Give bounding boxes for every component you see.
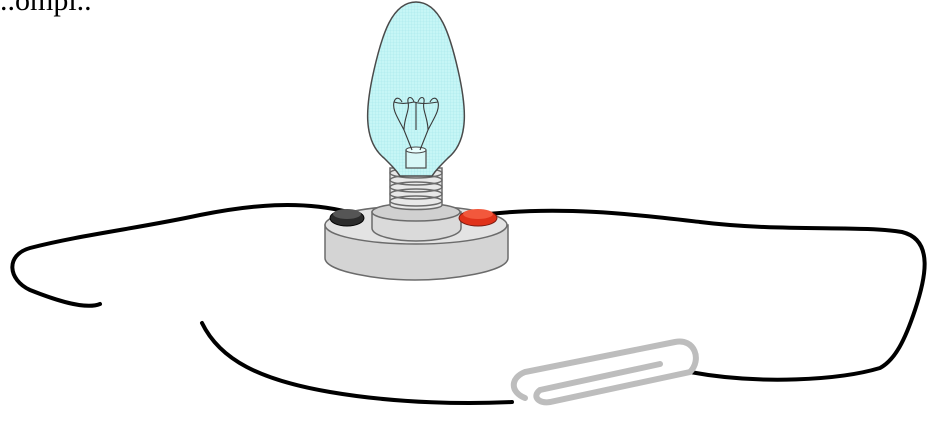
caption-text: ..ompl..	[0, 0, 92, 17]
bulb-screw-base	[389, 167, 443, 211]
bulb-holder-icon	[324, 202, 509, 281]
terminal-left	[329, 209, 365, 227]
paperclip-icon	[510, 338, 699, 406]
light-bulb-icon	[366, 1, 466, 177]
wire-left	[10, 203, 350, 308]
wire-right	[478, 208, 927, 382]
terminal-right	[458, 209, 498, 227]
filament	[393, 96, 439, 151]
wire-bottom	[200, 321, 514, 405]
